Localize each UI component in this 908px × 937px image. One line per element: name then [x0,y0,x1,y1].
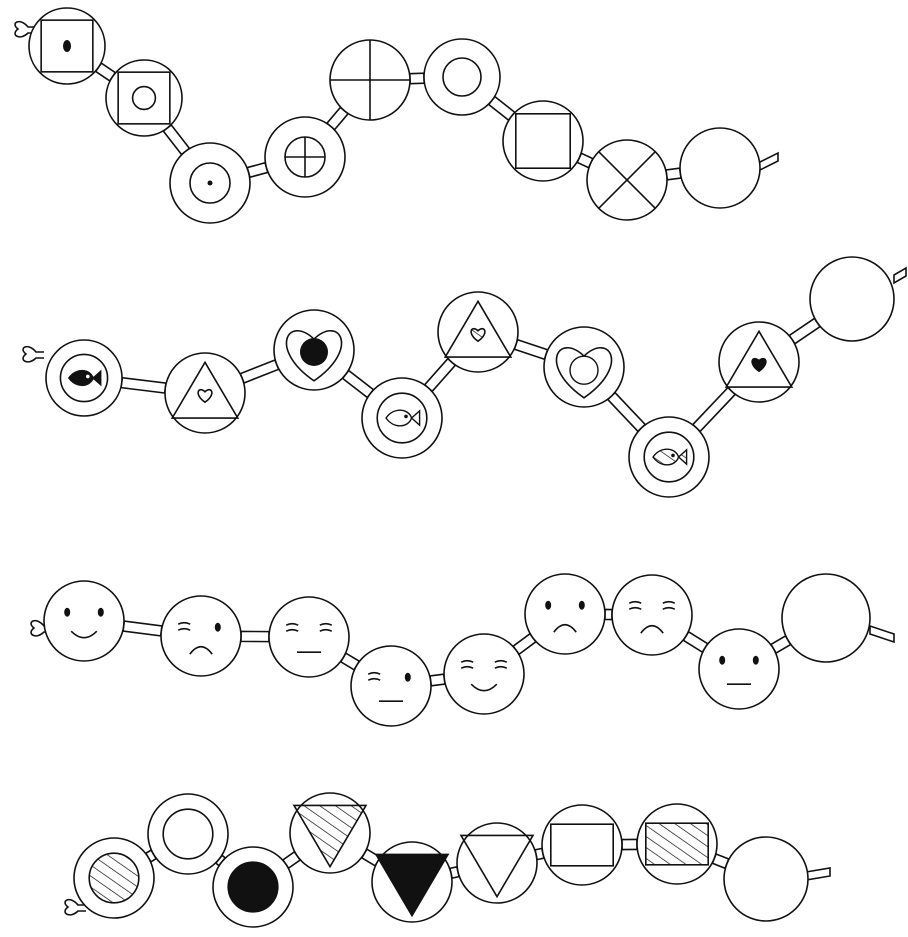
row-1-chain [15,8,778,223]
pattern-bead [161,596,241,676]
pattern-bead [148,794,228,874]
pattern-bead [444,634,524,714]
row-4-chain [65,793,830,927]
pattern-bead [544,327,624,407]
blank-answer-bead [810,257,894,341]
pattern-bead [330,40,410,120]
pattern-bead [165,353,245,433]
pattern-bead [274,310,354,390]
pattern-bead [265,117,345,197]
pattern-bead [74,838,154,918]
pattern-bead [46,340,122,416]
row-2-chain [23,257,906,497]
pattern-bead [587,140,667,220]
pattern-bead [290,793,370,873]
pattern-bead [438,292,518,372]
pattern-bead [29,8,105,84]
pattern-bead [612,575,692,655]
chain-start-nub [23,347,44,362]
pattern-bead [362,378,442,458]
pattern-bead [542,805,622,885]
pattern-bead [457,823,537,903]
chain-end-stub [870,626,894,642]
pattern-bead [629,417,709,497]
chain-end-stub [894,268,906,283]
blank-answer-bead [724,837,808,921]
pattern-bead [213,847,293,927]
pattern-bead [525,574,605,654]
pattern-bead [44,581,124,661]
pattern-bead [424,39,500,115]
blank-answer-bead [782,574,870,662]
pattern-bead [372,842,452,922]
pattern-bead [106,60,182,136]
pattern-bead [351,646,431,726]
pattern-bead [637,804,717,884]
blank-answer-bead [680,128,760,208]
pattern-bead [269,597,349,677]
pattern-bead [503,101,583,181]
pattern-bead [719,322,799,402]
row-3-chain [31,574,894,726]
pattern-bead [170,143,250,223]
chain-end-stub [806,868,830,880]
pattern-bead [699,629,779,709]
